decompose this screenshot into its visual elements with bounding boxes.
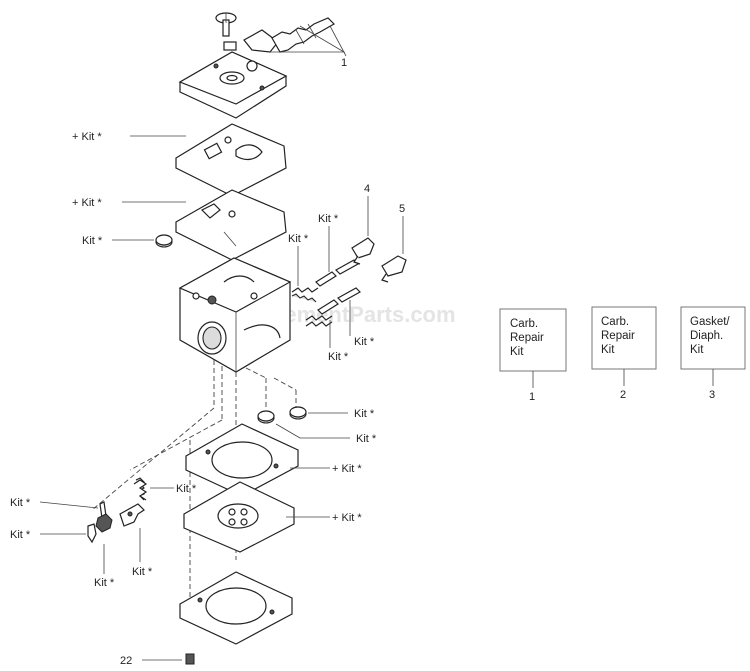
label-kit-diaphragm-lower: + Kit *	[332, 512, 362, 524]
label-kit-filter: Kit *	[82, 235, 103, 247]
kit-3-line1: Gasket/	[690, 316, 730, 328]
check-valve-2	[257, 410, 275, 424]
inlet-needle-spring	[133, 477, 148, 501]
cover-screw-22	[185, 653, 195, 665]
cover-gasket	[175, 123, 287, 197]
low-speed-needle	[317, 287, 361, 315]
label-kit-check-valve-1: Kit *	[354, 408, 375, 420]
kit-1-line1: Carb.	[510, 318, 538, 330]
label-kit-left-1: Kit *	[10, 497, 31, 509]
high-speed-needle	[315, 259, 359, 287]
callout-22: 22	[120, 655, 132, 667]
label-kit-lever: Kit *	[132, 566, 153, 578]
label-kit-cover-gasket: + Kit *	[72, 131, 102, 143]
needle-spring-lower	[305, 315, 333, 327]
callout-4: 4	[364, 183, 370, 195]
fuel-filter-screen	[155, 234, 173, 248]
label-kit-gasket-lower: + Kit *	[332, 463, 362, 475]
kit-2-line1: Carb.	[601, 316, 629, 328]
kit-box-1: Carb. Repair Kit 1	[499, 308, 567, 403]
pump-cover-plate	[178, 51, 288, 119]
kit-3-number: 3	[709, 389, 715, 401]
kit-box-3: Gasket/ Diaph. Kit 3	[680, 306, 746, 401]
label-kit-inlet-needle: Kit *	[176, 483, 197, 495]
adjusting-screw-assembly	[223, 17, 335, 72]
kit-3-line3: Kit	[690, 344, 704, 356]
label-kit-lever-pin: Kit *	[94, 577, 115, 589]
metering-diaphragm	[183, 481, 295, 553]
inlet-needle	[87, 513, 113, 544]
limiter-cap-4	[351, 237, 375, 265]
label-kit-spring-right-1: Kit *	[354, 336, 375, 348]
label-kit-left-2: Kit *	[10, 529, 31, 541]
label-kit-needle-high: Kit *	[318, 213, 339, 225]
carburetor-body	[178, 257, 292, 373]
cover-screw	[215, 12, 237, 37]
needle-spring-upper	[291, 287, 319, 303]
pump-diaphragm	[175, 189, 287, 261]
check-valve-1	[289, 406, 307, 420]
label-kit-needle-low: Kit *	[288, 233, 309, 245]
callout-1: 1	[341, 57, 347, 69]
metering-gasket	[185, 423, 299, 497]
kit-2-line2: Repair	[601, 330, 635, 342]
kit-box-2: Carb. Repair Kit 2	[591, 306, 657, 401]
callout-5: 5	[399, 203, 405, 215]
metering-cover	[179, 571, 293, 645]
kit-1-line3: Kit	[510, 346, 524, 358]
kit-2-number: 2	[620, 389, 626, 401]
kit-1-line2: Repair	[510, 332, 544, 344]
label-kit-pump-diaphragm: + Kit *	[72, 197, 102, 209]
kit-3-line2: Diaph.	[690, 330, 723, 342]
label-kit-check-valve-2: Kit *	[356, 433, 377, 445]
kit-1-number: 1	[529, 391, 535, 403]
label-kit-spring-right-2: Kit *	[328, 351, 349, 363]
metering-lever	[119, 503, 145, 527]
limiter-cap-5	[381, 255, 407, 283]
kit-2-line3: Kit	[601, 344, 615, 356]
